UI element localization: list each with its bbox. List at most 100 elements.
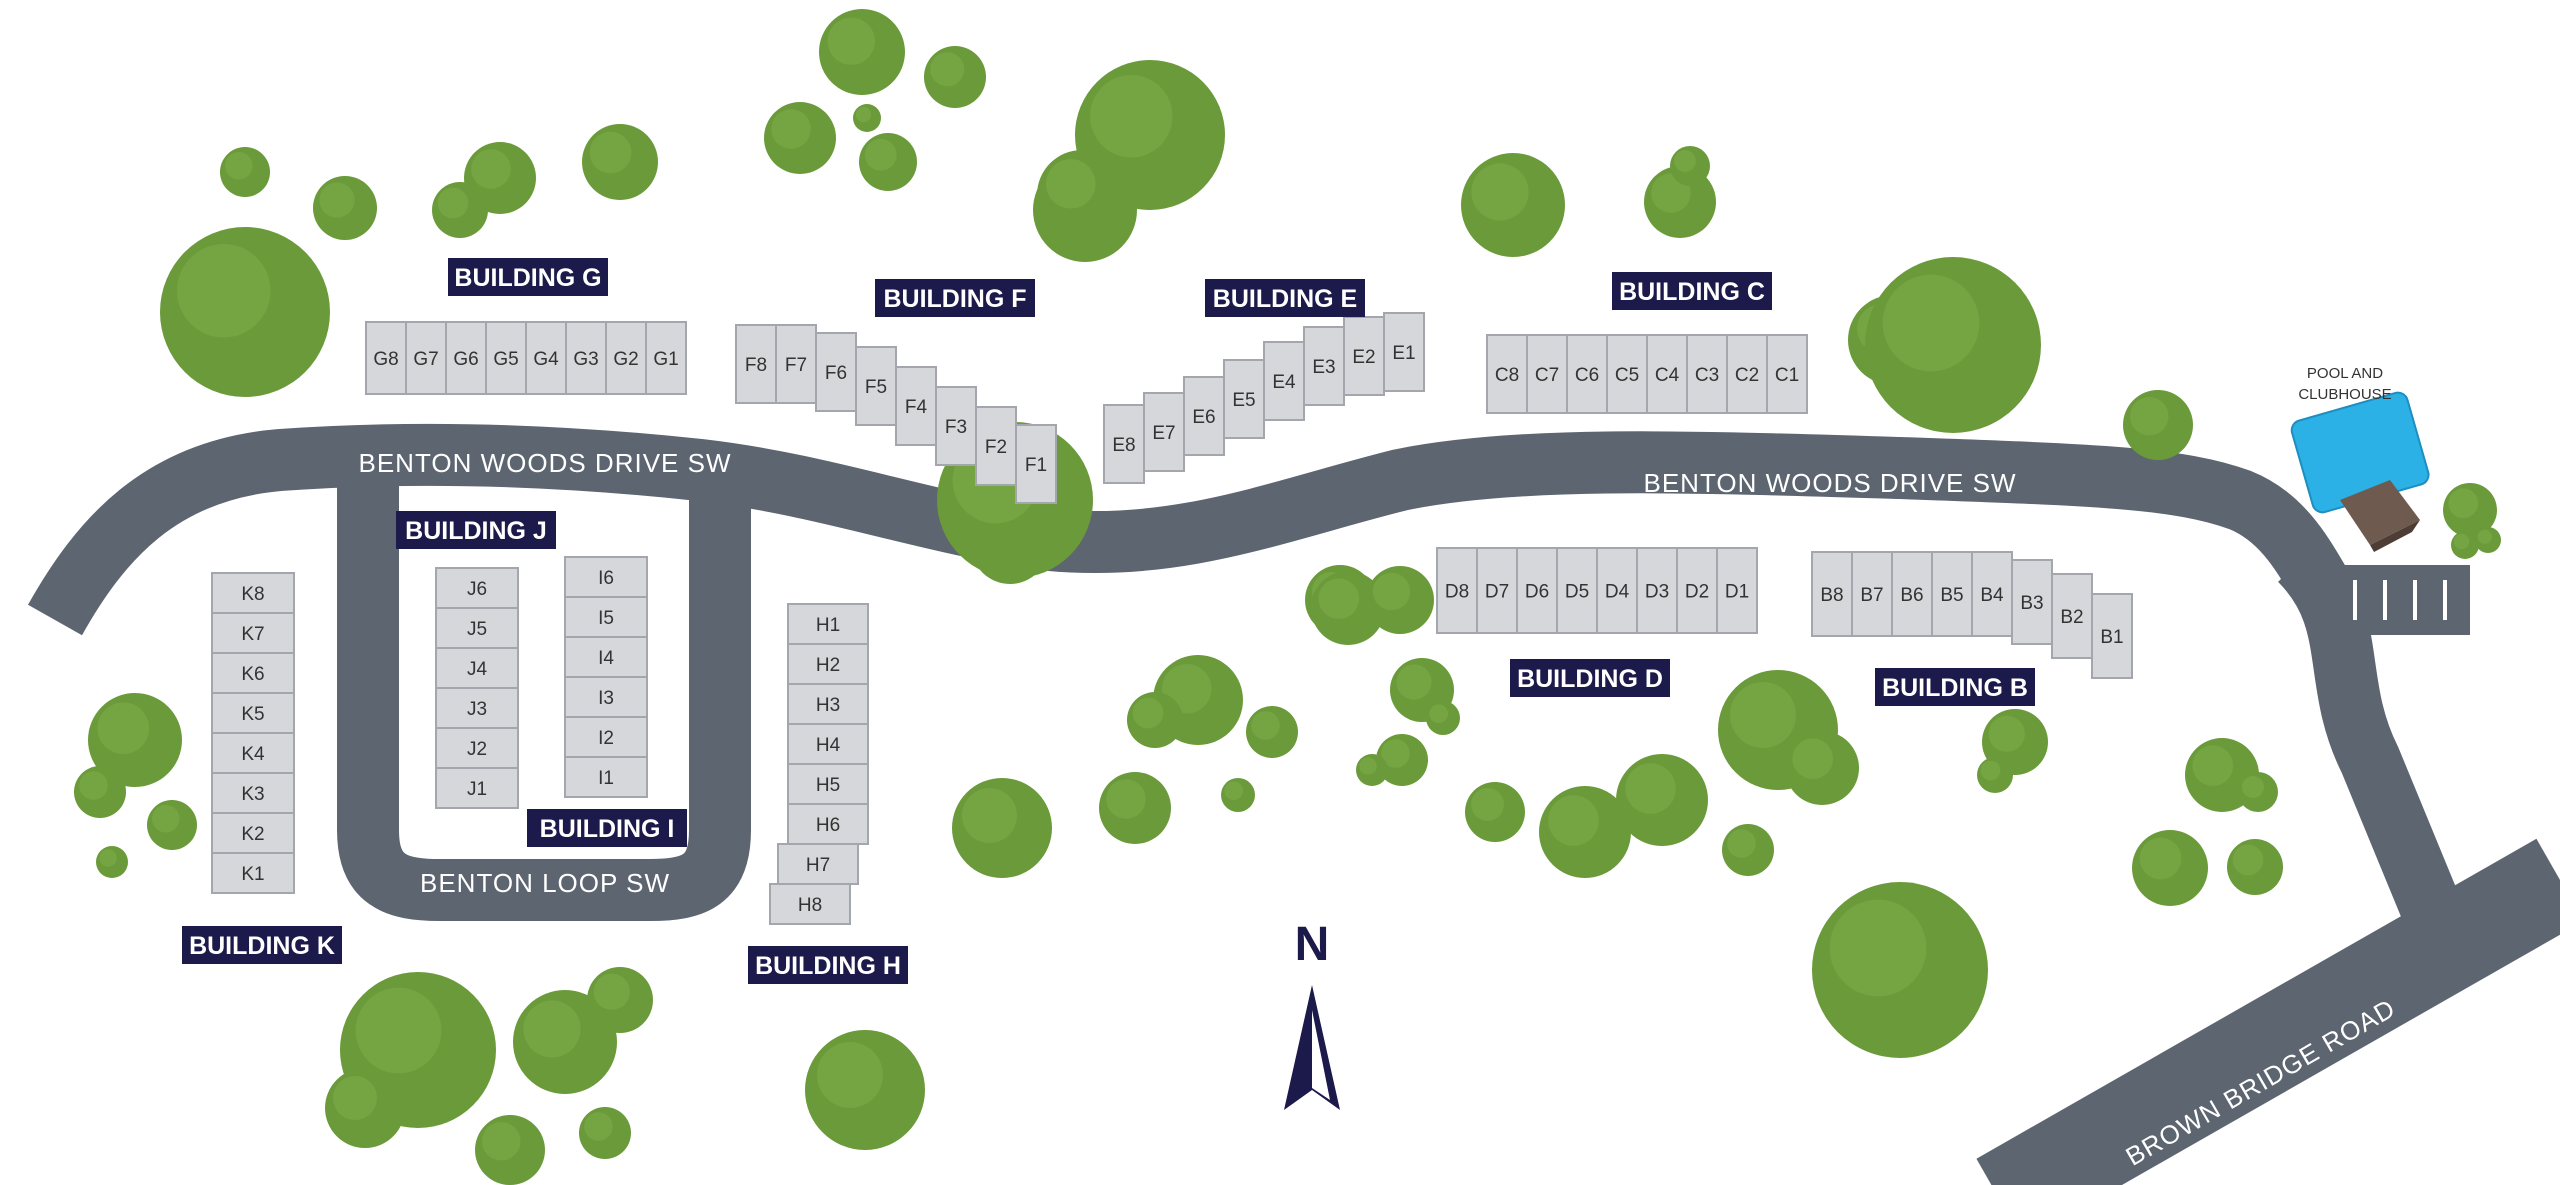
- unit-b7[interactable]: B7: [1851, 551, 1893, 637]
- pool-and-clubhouse[interactable]: POOL AND CLUBHOUSE: [2289, 365, 2431, 552]
- unit-g7[interactable]: G7: [405, 321, 447, 395]
- unit-f8[interactable]: F8: [735, 324, 777, 404]
- unit-h1[interactable]: H1: [787, 603, 869, 645]
- unit-g2[interactable]: G2: [605, 321, 647, 395]
- unit-k2[interactable]: K2: [211, 812, 295, 854]
- unit-b4[interactable]: B4: [1971, 551, 2013, 637]
- unit-c8[interactable]: C8: [1486, 334, 1528, 414]
- unit-h3[interactable]: H3: [787, 683, 869, 725]
- tree-icon: [1037, 150, 1127, 240]
- unit-f3[interactable]: F3: [935, 386, 977, 466]
- unit-g4[interactable]: G4: [525, 321, 567, 395]
- unit-k7[interactable]: K7: [211, 612, 295, 654]
- tree-icon: [952, 778, 1052, 878]
- unit-f2[interactable]: F2: [975, 406, 1017, 486]
- unit-i6[interactable]: I6: [564, 556, 648, 598]
- unit-k1[interactable]: K1: [211, 852, 295, 894]
- unit-label: D2: [1685, 582, 1709, 603]
- unit-b6[interactable]: B6: [1891, 551, 1933, 637]
- unit-i4[interactable]: I4: [564, 636, 648, 678]
- unit-f4[interactable]: F4: [895, 366, 937, 446]
- unit-d1[interactable]: D1: [1716, 547, 1758, 634]
- unit-k8[interactable]: K8: [211, 572, 295, 614]
- unit-h2[interactable]: H2: [787, 643, 869, 685]
- unit-f7[interactable]: F7: [775, 324, 817, 404]
- unit-g3[interactable]: G3: [565, 321, 607, 395]
- unit-d2[interactable]: D2: [1676, 547, 1718, 634]
- unit-j2[interactable]: J2: [435, 727, 519, 769]
- unit-e7[interactable]: E7: [1143, 392, 1185, 472]
- unit-k5[interactable]: K5: [211, 692, 295, 734]
- unit-d6[interactable]: D6: [1516, 547, 1558, 634]
- unit-b2[interactable]: B2: [2051, 573, 2093, 659]
- unit-c6[interactable]: C6: [1566, 334, 1608, 414]
- unit-f5[interactable]: F5: [855, 346, 897, 426]
- unit-c5[interactable]: C5: [1606, 334, 1648, 414]
- tree-icon: [1366, 566, 1434, 634]
- unit-j5[interactable]: J5: [435, 607, 519, 649]
- unit-b5[interactable]: B5: [1931, 551, 1973, 637]
- unit-h4[interactable]: H4: [787, 723, 869, 765]
- unit-e4[interactable]: E4: [1263, 341, 1305, 421]
- unit-c3[interactable]: C3: [1686, 334, 1728, 414]
- unit-f1[interactable]: F1: [1015, 424, 1057, 504]
- unit-g1[interactable]: G1: [645, 321, 687, 395]
- tree-icon: [1785, 731, 1859, 805]
- unit-d5[interactable]: D5: [1556, 547, 1598, 634]
- unit-c2[interactable]: C2: [1726, 334, 1768, 414]
- unit-d7[interactable]: D7: [1476, 547, 1518, 634]
- unit-g5[interactable]: G5: [485, 321, 527, 395]
- unit-e6[interactable]: E6: [1183, 376, 1225, 456]
- unit-j3[interactable]: J3: [435, 687, 519, 729]
- unit-label: D1: [1725, 582, 1749, 603]
- unit-g6[interactable]: G6: [445, 321, 487, 395]
- unit-h5[interactable]: H5: [787, 763, 869, 805]
- unit-k4[interactable]: K4: [211, 732, 295, 774]
- unit-k6[interactable]: K6: [211, 652, 295, 694]
- unit-e8[interactable]: E8: [1103, 404, 1145, 484]
- unit-b1[interactable]: B1: [2091, 593, 2133, 679]
- unit-i5[interactable]: I5: [564, 596, 648, 638]
- unit-d3[interactable]: D3: [1636, 547, 1678, 634]
- unit-c1[interactable]: C1: [1766, 334, 1808, 414]
- unit-label: I2: [598, 728, 614, 749]
- unit-c7[interactable]: C7: [1526, 334, 1568, 414]
- unit-b8[interactable]: B8: [1811, 551, 1853, 637]
- building-label-c: BUILDING C: [1612, 272, 1772, 310]
- unit-e3[interactable]: E3: [1303, 326, 1345, 406]
- unit-e1[interactable]: E1: [1383, 312, 1425, 392]
- road-brown-bridge: [1976, 838, 2560, 1185]
- unit-i2[interactable]: I2: [564, 716, 648, 758]
- unit-d8[interactable]: D8: [1436, 547, 1478, 634]
- unit-h6[interactable]: H6: [787, 803, 869, 845]
- unit-g8[interactable]: G8: [365, 321, 407, 395]
- tree-icon: [582, 124, 658, 200]
- unit-b3[interactable]: B3: [2011, 559, 2053, 645]
- unit-k3[interactable]: K3: [211, 772, 295, 814]
- unit-j1[interactable]: J1: [435, 767, 519, 809]
- unit-e2[interactable]: E2: [1343, 316, 1385, 396]
- building-label-b: BUILDING B: [1875, 668, 2035, 706]
- unit-i3[interactable]: I3: [564, 676, 648, 718]
- unit-h7[interactable]: H7: [777, 843, 859, 885]
- unit-f6[interactable]: F6: [815, 332, 857, 412]
- unit-j4[interactable]: J4: [435, 647, 519, 689]
- unit-h8[interactable]: H8: [769, 883, 851, 925]
- unit-c4[interactable]: C4: [1646, 334, 1688, 414]
- tree-icon: [819, 9, 905, 95]
- unit-d4[interactable]: D4: [1596, 547, 1638, 634]
- unit-i1[interactable]: I1: [564, 756, 648, 798]
- unit-e5[interactable]: E5: [1223, 359, 1265, 439]
- clubhouse-roof-icon: [2340, 480, 2420, 545]
- unit-j6[interactable]: J6: [435, 567, 519, 609]
